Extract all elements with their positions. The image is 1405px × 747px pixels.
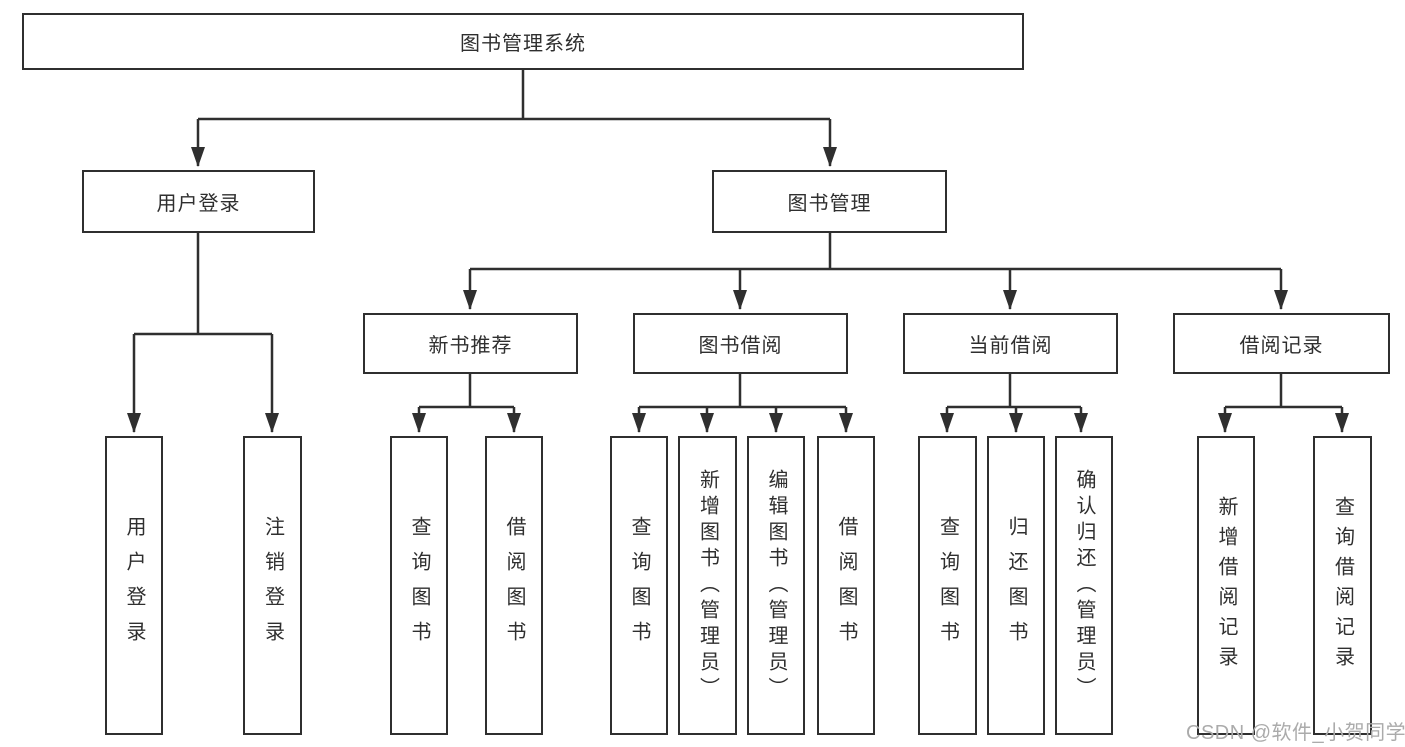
- node-book-borrow: 图书借阅: [633, 313, 848, 374]
- node-book-management: 图书管理: [712, 170, 947, 233]
- leaf-label: 用户登录: [123, 515, 145, 656]
- leaf-label: 编辑图书（管理员）: [765, 468, 787, 703]
- leaf-label: 借阅图书: [835, 515, 857, 656]
- leaf-return-book: 归还图书: [987, 436, 1045, 735]
- leaf-borrow-book-recommend: 借阅图书: [485, 436, 543, 735]
- leaf-query-book-current: 查询图书: [918, 436, 977, 735]
- leaf-add-book-admin: 新增图书（管理员）: [678, 436, 737, 735]
- connector-bus-segments: [134, 70, 1342, 409]
- node-label: 新书推荐: [428, 335, 513, 357]
- leaf-logout: 注销登录: [243, 436, 302, 735]
- node-label: 当前借阅: [968, 335, 1053, 357]
- node-new-book-recommend: 新书推荐: [363, 313, 578, 374]
- leaf-label: 注销登录: [261, 515, 284, 656]
- node-system-root: 图书管理系统: [22, 13, 1024, 70]
- node-borrow-records: 借阅记录: [1173, 313, 1390, 374]
- leaf-label: 新增图书（管理员）: [696, 468, 719, 703]
- leaf-label: 查询图书: [936, 515, 959, 656]
- leaf-label: 查询图书: [628, 515, 650, 656]
- leaf-edit-book-admin: 编辑图书（管理员）: [747, 436, 805, 735]
- node-label: 借阅记录: [1239, 335, 1324, 357]
- leaf-query-borrow-record: 查询借阅记录: [1313, 436, 1372, 735]
- leaf-query-book-recommend: 查询图书: [390, 436, 448, 735]
- node-label: 图书借阅: [698, 335, 783, 357]
- node-label: 图书管理系统: [460, 33, 586, 55]
- leaf-query-book-borrow: 查询图书: [610, 436, 668, 735]
- node-label: 用户登录: [156, 193, 241, 215]
- csdn-watermark: CSDN @软件_小贺同学: [1186, 722, 1405, 744]
- leaf-borrow-book: 借阅图书: [817, 436, 875, 735]
- leaf-label: 新增借阅记录: [1215, 495, 1237, 676]
- leaf-label: 查询图书: [408, 515, 430, 656]
- leaf-label: 借阅图书: [503, 515, 525, 656]
- node-label: 图书管理: [787, 193, 872, 215]
- node-current-borrow: 当前借阅: [903, 313, 1118, 374]
- leaf-label: 确认归还（管理员）: [1073, 468, 1095, 703]
- node-user-login: 用户登录: [82, 170, 315, 233]
- leaf-add-borrow-record: 新增借阅记录: [1197, 436, 1255, 735]
- leaf-confirm-return-admin: 确认归还（管理员）: [1055, 436, 1113, 735]
- leaf-label: 查询借阅记录: [1331, 495, 1354, 676]
- leaf-label: 归还图书: [1005, 515, 1027, 656]
- leaf-user-login: 用户登录: [105, 436, 163, 735]
